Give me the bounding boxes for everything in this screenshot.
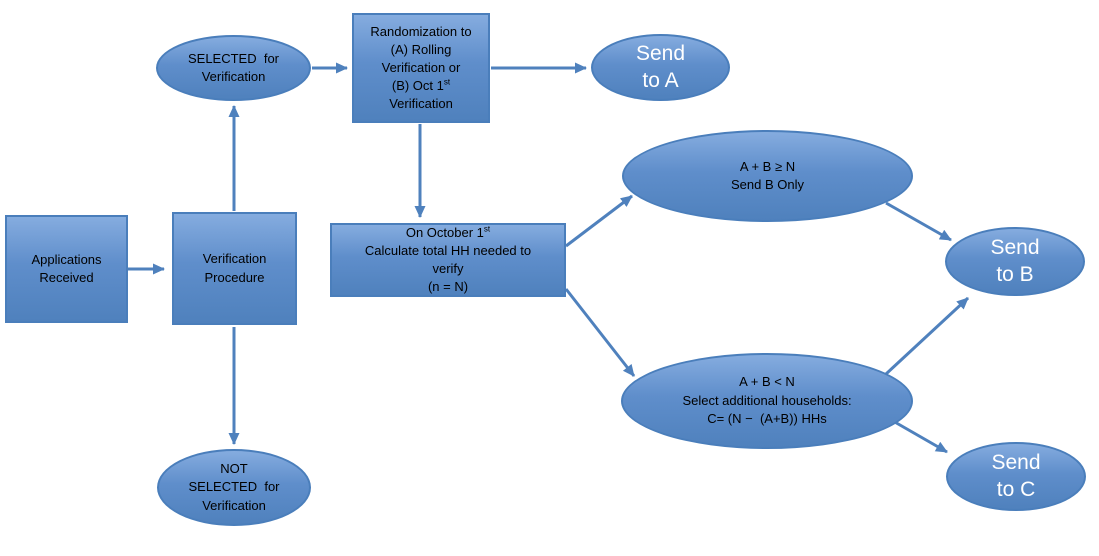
superscript-st: st <box>443 77 451 87</box>
superscript-st: st <box>483 224 491 234</box>
node-text-line: Verification <box>202 497 266 513</box>
node-text-line: to A <box>642 68 679 92</box>
node-text-line: Send <box>990 236 1040 260</box>
node-text-line: C= (N − (A+B)) HHs <box>707 411 827 427</box>
october-calculation-node: On October 1st Calculate total HH needed… <box>330 223 566 297</box>
node-text-line: (n = N) <box>427 278 469 294</box>
node-text-line: Send <box>991 451 1041 475</box>
node-text-line: Calculate total HH needed to <box>364 243 532 259</box>
node-text-line: A + B < N <box>739 374 795 390</box>
node-text-line: SELECTED for <box>187 50 280 66</box>
node-text-line: Verification <box>389 95 453 111</box>
node-text-line: Send <box>635 42 686 66</box>
node-text-line: to B <box>996 262 1034 286</box>
verification-procedure-node: Verification Procedure <box>172 212 297 325</box>
node-text-line: verify <box>432 261 464 276</box>
node-text-line: Applications <box>31 251 102 267</box>
node-text-line: Send B Only <box>731 177 804 192</box>
node-text-line: (B) Oct 1st <box>392 77 450 95</box>
node-text-line: Verification or <box>381 60 461 76</box>
send-to-a-node: Send to A <box>591 34 730 101</box>
selected-for-verification-node: SELECTED for Verification <box>156 35 311 101</box>
node-text-line: Received <box>39 270 94 285</box>
arrow-october-to-ab-lt-n <box>564 288 636 377</box>
node-text-part: (B) Oct 1 <box>391 77 444 93</box>
randomization-node: Randomization to (A) Rolling Verificatio… <box>352 13 490 123</box>
node-text-line: Procedure <box>204 269 265 285</box>
ab-lt-n-node: A + B < N Select additional households: … <box>621 353 913 449</box>
send-to-c-node: Send to C <box>946 442 1086 511</box>
node-text-line: Verification <box>201 69 266 84</box>
arrow-october-to-ab-ge-n <box>565 194 633 248</box>
node-text-line: On October 1st <box>406 224 490 242</box>
node-text-part: On October 1 <box>405 225 484 241</box>
node-text-line: A + B ≥ N <box>739 158 796 174</box>
node-text-line: NOT <box>220 460 248 476</box>
arrow-ab-lt-n-to-send-b <box>884 296 970 376</box>
node-text-line: to C <box>996 477 1036 501</box>
not-selected-for-verification-node: NOT SELECTED for Verification <box>157 449 311 526</box>
node-text-line: (A) Rolling <box>390 42 452 58</box>
send-to-b-node: Send to B <box>945 227 1085 296</box>
applications-received-node: Applications Received <box>5 215 128 323</box>
arrow-ab-lt-n-to-send-c <box>892 419 948 454</box>
arrow-ab-ge-n-to-send-b <box>885 201 952 242</box>
node-text-line: Verification <box>202 251 267 267</box>
node-text-line: Select additional households: <box>682 392 852 408</box>
ab-ge-n-node: A + B ≥ N Send B Only <box>622 130 913 222</box>
node-text-line: Randomization to <box>370 24 472 40</box>
node-text-line: SELECTED for <box>188 479 280 495</box>
